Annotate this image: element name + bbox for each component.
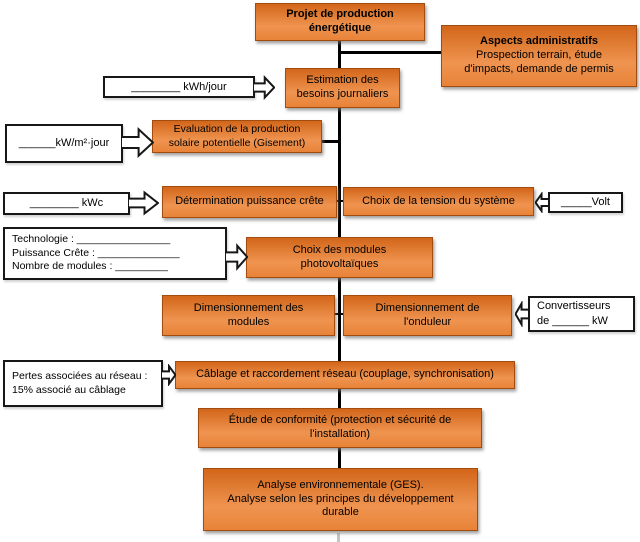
tension-box: Choix de la tension du système — [343, 187, 534, 216]
row3-connector-line — [329, 200, 351, 202]
bottom-stub-line — [337, 533, 340, 542]
pertes-line1: Pertes associées au réseau : — [12, 369, 148, 382]
conformite-line1: Étude de conformité (protection et sécur… — [228, 414, 452, 427]
right-block-arrow-icon — [253, 75, 275, 100]
callout-kwh-jour: ________ kWh/jour — [103, 76, 255, 98]
estimation-line1: Estimation des — [306, 74, 379, 87]
aspects-box: Aspects administratifs Prospection terra… — [441, 25, 637, 87]
callout-kw-m2-jour: ______kW/m²·jour — [5, 124, 123, 163]
modules-line1: Choix des modules — [292, 243, 387, 256]
cablage-label: Câblage et raccordement réseau (couplage… — [196, 368, 494, 381]
conformite-line2: l'installation) — [309, 428, 371, 440]
aspects-body-line2: d'impacts, demande de permis — [464, 62, 614, 75]
determination-box: Détermination puissance crête — [162, 186, 337, 218]
kwh-jour-label: ________ kWh/jour — [131, 80, 227, 93]
estimation-box: Estimation des besoins journaliers — [285, 68, 400, 108]
row5-connector-line — [329, 313, 351, 315]
determination-label: Détermination puissance crête — [175, 195, 324, 208]
projet-box: Projet de production énergétique — [255, 3, 425, 41]
dim-modules-line2: modules — [227, 315, 270, 328]
analyse-box: Analyse environnementale (GES). Analyse … — [203, 468, 478, 531]
evaluation-line1: Evaluation de la production — [173, 123, 301, 136]
convertisseurs-line2: de ______ kW — [537, 315, 608, 327]
analyse-line3: durable — [322, 506, 359, 519]
right-block-arrow-icon — [128, 190, 159, 216]
right-block-arrow-icon — [225, 243, 248, 271]
callout-convertisseurs: Convertisseurs de ______ kW — [528, 296, 635, 332]
kw-m2-jour-label: ______kW/m²·jour — [18, 137, 110, 150]
dim-onduleur-box: Dimensionnement de l'onduleur — [343, 295, 512, 336]
technologie-line1: Technologie : ________________ — [12, 232, 171, 245]
aspects-body-line1: Prospection terrain, étude — [476, 49, 602, 62]
convertisseurs-line1: Convertisseurs — [537, 300, 611, 313]
dim-modules-box: Dimensionnement des modules — [162, 295, 335, 336]
modules-box: Choix des modules photovoltaïques — [246, 237, 433, 278]
dim-onduleur-line1: Dimensionnement de — [375, 301, 480, 314]
volt-label: _____Volt — [561, 196, 610, 209]
projet-label-line1: Projet de production — [286, 8, 394, 21]
tension-label: Choix de la tension du système — [362, 194, 515, 207]
conformite-box: Étude de conformité (protection et sécur… — [198, 408, 482, 448]
kwc-label: ________ kWc — [29, 197, 104, 210]
callout-pertes: Pertes associées au réseau : 15% associé… — [3, 360, 163, 407]
estimation-line2: besoins journaliers — [296, 88, 389, 100]
modules-line2: photovoltaïques — [300, 257, 379, 270]
dim-modules-line1: Dimensionnement des — [193, 301, 304, 314]
projet-label-line2: énergétique — [308, 22, 372, 34]
right-block-arrow-icon — [121, 126, 154, 159]
dim-onduleur-line2: l'onduleur — [403, 315, 452, 328]
callout-kwc: ________ kWc — [3, 192, 130, 215]
evaluation-connector-line — [320, 140, 340, 143]
evaluation-box: Evaluation de la production solaire pote… — [152, 120, 322, 153]
cablage-box: Câblage et raccordement réseau (couplage… — [175, 361, 515, 389]
callout-volt: _____Volt — [548, 192, 623, 213]
technologie-line3: Nombre de modules : _________ — [12, 260, 168, 273]
technologie-line2: Puissance Crête : ______________ — [12, 246, 180, 259]
callout-technologie: Technologie : ________________ Puissance… — [3, 227, 227, 280]
analyse-line2: Analyse selon les principes du développe… — [227, 492, 454, 505]
analyse-line1: Analyse environnementale (GES). — [257, 478, 424, 491]
evaluation-line2: solaire potentielle (Gisement) — [168, 136, 306, 149]
pertes-line2: 15% associé au câblage — [12, 383, 126, 396]
aspects-connector-line — [340, 51, 442, 54]
aspects-title: Aspects administratifs — [480, 35, 598, 48]
left-block-arrow-icon — [535, 192, 549, 213]
left-block-arrow-icon — [515, 301, 529, 327]
right-block-arrow-icon — [161, 364, 176, 386]
